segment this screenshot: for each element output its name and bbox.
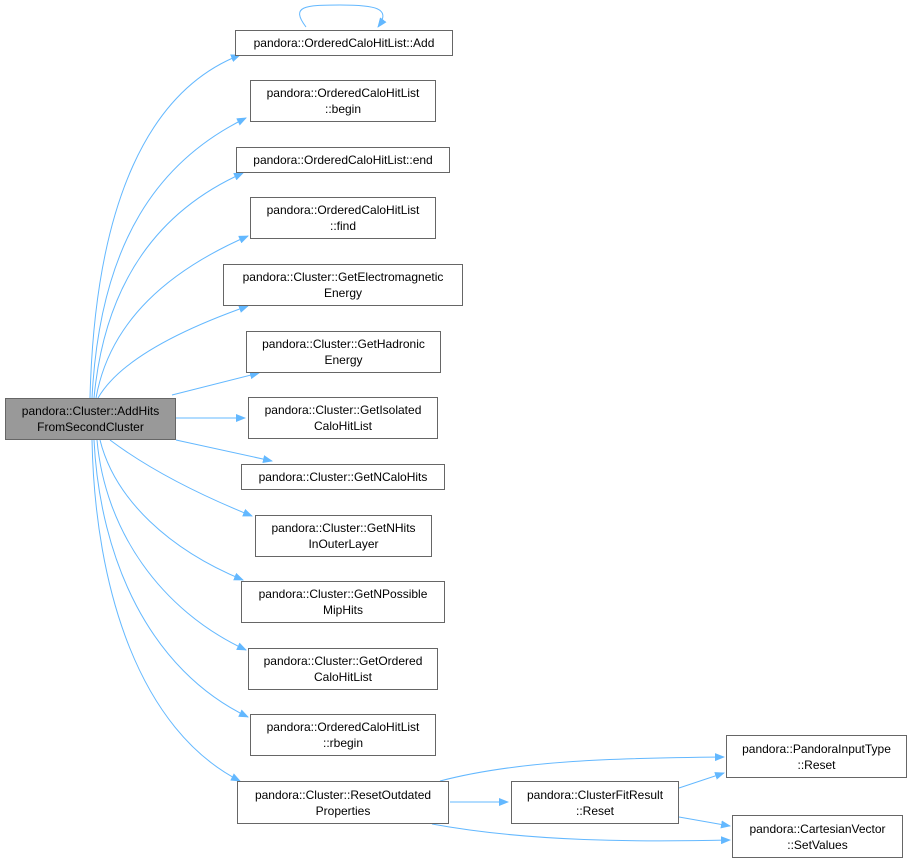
node-label-line: pandora::Cluster::GetElectromagnetic <box>242 270 444 284</box>
node-label-line: pandora::PandoraInputType <box>742 741 891 756</box>
node-label-line: Energy <box>323 286 363 300</box>
node-label-line: ::SetValues <box>787 837 848 852</box>
node-ordered-calo-hit-list-add[interactable]: pandora::OrderedCaloHitList::Add <box>235 30 453 56</box>
edge-root-to-begin <box>91 117 247 399</box>
edge-root-to-reset-outdated <box>91 439 241 782</box>
node-label-line: pandora::Cluster::GetIsolated <box>264 403 422 417</box>
node-get-n-calo-hits[interactable]: pandora::Cluster::GetNCaloHits <box>241 464 445 490</box>
node-label-line: FromSecondCluster <box>37 420 144 434</box>
edge-root-to-had-energy <box>171 371 260 396</box>
node-label-line: pandora::ClusterFitResult <box>526 787 664 802</box>
node-label-line: MipHits <box>322 603 363 617</box>
edge-root-to-em-energy <box>97 305 249 399</box>
node-label-line: ::Reset <box>575 803 614 818</box>
edge-reset-outdated-to-setvalues <box>431 823 731 845</box>
edge-root-to-ncalohits <box>175 439 273 463</box>
node-get-n-hits-in-outer-layer[interactable]: pandora::Cluster::GetNHits InOuterLayer <box>255 515 432 557</box>
node-label-line: pandora::CartesianVector <box>749 821 886 836</box>
node-label-line: pandora::Cluster::GetNCaloHits <box>258 470 428 484</box>
node-get-ordered-calo-hit-list[interactable]: pandora::Cluster::GetOrdered CaloHitList <box>248 648 438 690</box>
node-label-line: pandora::Cluster::GetNHits <box>271 521 416 535</box>
node-label-line: pandora::Cluster::GetHadronic <box>262 337 425 351</box>
node-label-line: pandora::Cluster::GetNPossible <box>258 587 428 601</box>
edge-root-to-find <box>95 235 249 399</box>
node-label-line: Energy <box>324 353 363 367</box>
node-label-line: ::find <box>329 219 356 233</box>
node-ordered-calo-hit-list-find[interactable]: pandora::OrderedCaloHitList ::find <box>250 197 436 239</box>
edge-add-self-loop <box>299 4 387 28</box>
node-label-line: CaloHitList <box>313 419 373 433</box>
node-ordered-calo-hit-list-begin[interactable]: pandora::OrderedCaloHitList ::begin <box>250 80 436 122</box>
node-cluster-fit-result-reset[interactable]: pandora::ClusterFitResult ::Reset <box>511 781 679 824</box>
node-label-line: pandora::OrderedCaloHitList <box>266 720 420 734</box>
node-get-electromagnetic-energy[interactable]: pandora::Cluster::GetElectromagnetic Ene… <box>223 264 463 306</box>
edge-reset-outdated-to-input-reset <box>439 753 725 782</box>
node-label-line: ::Reset <box>797 757 836 772</box>
node-pandora-input-type-reset[interactable]: pandora::PandoraInputType ::Reset <box>726 735 907 778</box>
edge-root-to-rbegin <box>93 439 249 718</box>
node-ordered-calo-hit-list-end[interactable]: pandora::OrderedCaloHitList::end <box>236 147 450 173</box>
edge-fit-reset-to-setvalues <box>678 816 731 829</box>
node-label-line: pandora::Cluster::AddHits <box>21 404 160 418</box>
node-ordered-calo-hit-list-rbegin[interactable]: pandora::OrderedCaloHitList ::rbegin <box>250 714 436 756</box>
node-add-hits-from-second-cluster[interactable]: pandora::Cluster::AddHits FromSecondClus… <box>5 398 176 440</box>
node-reset-outdated-properties[interactable]: pandora::Cluster::ResetOutdated Properti… <box>237 781 449 824</box>
node-label-line: pandora::OrderedCaloHitList <box>266 203 420 217</box>
node-label-line: pandora::OrderedCaloHitList::Add <box>253 36 435 50</box>
node-cartesian-vector-set-values[interactable]: pandora::CartesianVector ::SetValues <box>732 815 903 858</box>
edge-fit-reset-to-input-reset <box>678 772 725 789</box>
node-get-n-possible-mip-hits[interactable]: pandora::Cluster::GetNPossible MipHits <box>241 581 445 623</box>
edge-root-to-nhits-outer <box>109 439 253 517</box>
edge-root-to-add <box>89 54 241 399</box>
node-label-line: Properties <box>315 803 371 818</box>
edge-root-to-end <box>93 172 244 399</box>
node-get-isolated-calo-hit-list[interactable]: pandora::Cluster::GetIsolated CaloHitLis… <box>248 397 438 439</box>
node-label-line: pandora::Cluster::GetOrdered <box>263 654 423 668</box>
node-label-line: ::begin <box>324 102 362 116</box>
node-get-hadronic-energy[interactable]: pandora::Cluster::GetHadronic Energy <box>246 331 441 373</box>
node-label-line: pandora::OrderedCaloHitList::end <box>253 153 433 167</box>
node-label-line: ::rbegin <box>322 736 364 750</box>
edge-root-to-ordered <box>96 439 247 651</box>
node-label-line: InOuterLayer <box>308 537 379 551</box>
node-label-line: pandora::Cluster::ResetOutdated <box>254 787 432 802</box>
node-label-line: pandora::OrderedCaloHitList <box>266 86 420 100</box>
node-label-line: CaloHitList <box>313 670 373 684</box>
edge-root-to-npossible <box>99 439 244 581</box>
